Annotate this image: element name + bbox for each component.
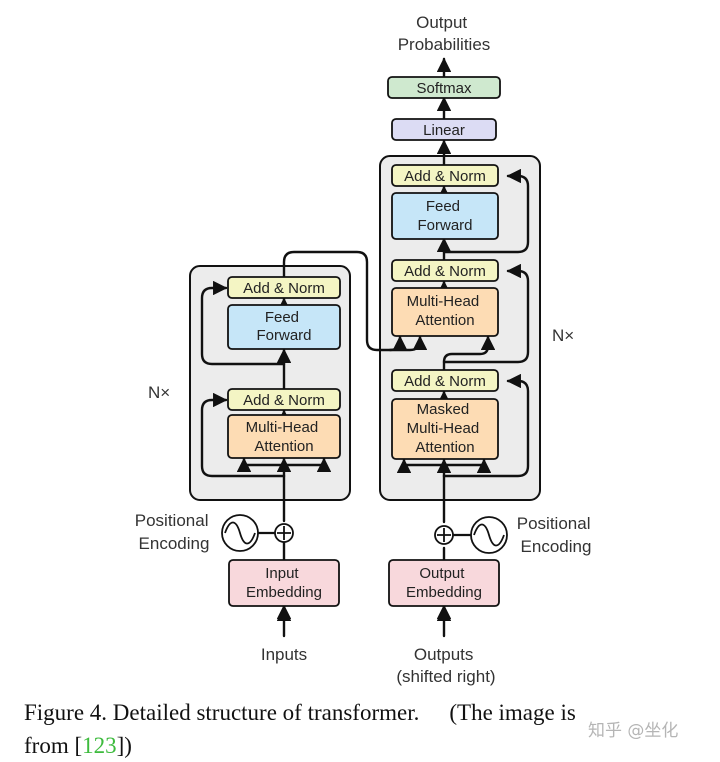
linear-label: Linear [423, 122, 465, 139]
decoder-add-norm-1 [391, 369, 499, 392]
decoder-plus-icon [437, 528, 451, 542]
decoder-multi-head-attention-label: Multi-Head Attention [407, 293, 484, 329]
decoder-masked-attention-label: Masked Multi-Head Attention [407, 401, 484, 456]
caption-tail: (The image is [449, 700, 576, 725]
decoder-positional-encoding-label: Positional Encoding [517, 514, 595, 556]
softmax-block [387, 76, 501, 99]
caption-main: Figure 4. Detailed structure of transfor… [24, 700, 420, 725]
decoder-residual-1 [442, 373, 530, 478]
decoder-repeat-label: N× [552, 326, 574, 345]
encoder-residual-2 [200, 280, 286, 366]
inputs-label: Inputs [261, 645, 307, 664]
input-embedding-block [228, 559, 340, 607]
decoder-an1-to-attn [442, 335, 496, 372]
decoder-multi-head-attention [391, 287, 499, 337]
decoder-masked-attention [391, 398, 499, 460]
decoder-feed-forward-label: Feed Forward [417, 198, 472, 234]
decoder-add-norm-1-label: Add & Norm [404, 373, 486, 390]
decoder-residual-3 [442, 168, 530, 254]
encoder-add-norm-1-label: Add & Norm [243, 392, 325, 409]
encoder-feed-forward [227, 304, 341, 350]
output-probabilities-label: Output Probabilities [398, 13, 491, 54]
decoder-add-norm-2-label: Add & Norm [404, 263, 486, 280]
encoder-feed-forward-label: Feed Forward [256, 309, 311, 344]
decoder-add-norm-2 [391, 259, 499, 282]
encoder-multi-head-attention [227, 414, 341, 459]
figure-caption: Figure 4. Detailed structure of transfor… [24, 696, 708, 762]
citation-link[interactable]: 123 [82, 733, 117, 758]
output-embedding-label: Output Embedding [406, 565, 482, 601]
watermark: 知乎 @坐化 [588, 721, 679, 741]
caption-line-2: from [123]) [24, 733, 132, 758]
encoder-to-decoder-line [282, 250, 428, 352]
encoder-add-norm-1 [227, 388, 341, 411]
encoder-multi-head-attention-label: Multi-Head Attention [246, 419, 323, 455]
decoder-add-norm-3 [391, 164, 499, 187]
encoder-add-norm-2-label: Add & Norm [243, 280, 325, 297]
encoder-repeat-label: N× [148, 383, 170, 402]
caption-line-1: Figure 4. Detailed structure of transfor… [24, 696, 708, 729]
input-embedding-label: Input Embedding [246, 565, 322, 601]
decoder-add-norm-3-label: Add & Norm [404, 168, 486, 185]
outputs-label: Outputs (shifted right) [396, 645, 495, 686]
decoder-residual-2 [442, 263, 530, 364]
encoder-add-norm-2 [227, 276, 341, 299]
softmax-label: Softmax [416, 80, 472, 97]
encoder-residual-1 [200, 392, 286, 478]
encoder-positional-encoding-label: Positional Encoding [135, 511, 213, 553]
decoder-feed-forward [391, 192, 499, 240]
encoder-plus-icon [277, 526, 291, 540]
output-embedding-block [388, 559, 500, 607]
linear-block [391, 118, 497, 141]
